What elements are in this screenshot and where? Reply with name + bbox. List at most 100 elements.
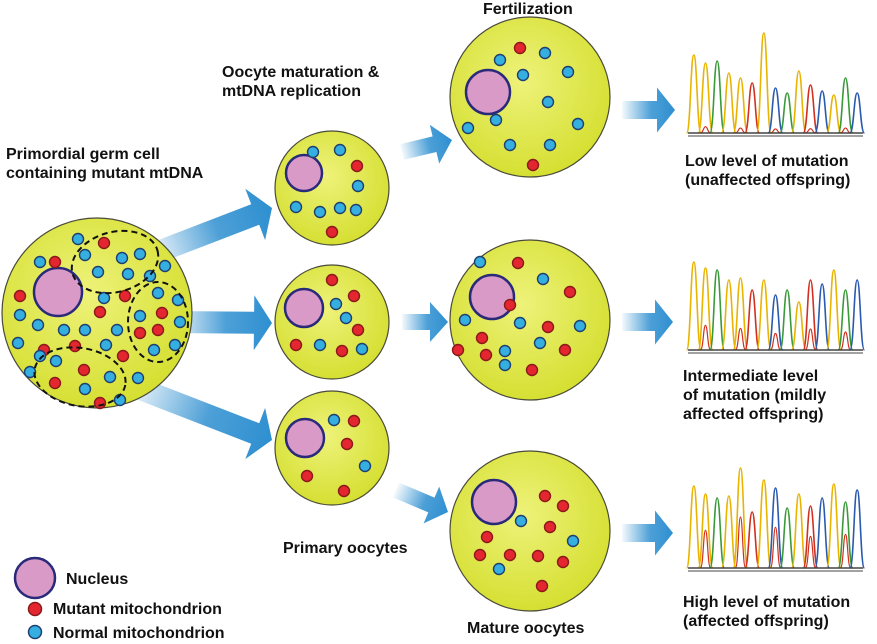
mutant-mitochondrion-icon: [538, 489, 552, 503]
primary-oocyte-bottom: [274, 390, 390, 506]
normal-mitochondrion-icon: [461, 121, 475, 135]
trace-peak: [709, 269, 726, 351]
trace-peak: [755, 32, 772, 134]
normal-mitochondrion-icon: [313, 205, 327, 219]
mutant-mitochondrion-icon: [351, 323, 365, 337]
arrow-icon: [622, 299, 673, 345]
arrow-icon: [392, 482, 448, 524]
arrows-group: [126, 87, 675, 556]
legend: [13, 556, 57, 640]
mutant-mitochondrion-icon: [93, 396, 107, 410]
normal-mitochondrion-icon: [333, 143, 347, 157]
normal-mitochondrion-icon: [513, 316, 527, 330]
trace-peak: [732, 77, 749, 134]
mutant-mitochondrion-icon: [133, 326, 147, 340]
outcome-mid-line: Intermediate level: [683, 368, 819, 385]
trace-peak: [744, 511, 761, 569]
arrow-icon: [126, 374, 272, 460]
nucleus-icon: [284, 417, 326, 459]
normal-mitochondrion-icon: [99, 338, 113, 352]
trace-peak: [814, 90, 831, 134]
trace-peak: [790, 493, 807, 569]
primary-oocyte-top: [274, 130, 390, 246]
trace-minor-peak: [734, 327, 747, 351]
nucleus-icon: [13, 556, 57, 600]
trace-peak: [802, 84, 819, 134]
trace-peak: [825, 483, 842, 569]
outcome-mid-line: of mutation (mildly: [683, 387, 827, 404]
trace-minor-peak: [804, 328, 817, 351]
normal-mitochondrion-icon: [313, 338, 327, 352]
normal-mitochondrion-icon: [49, 354, 63, 368]
trace-peak: [732, 277, 749, 351]
sequencing-trace-high: [685, 467, 866, 572]
normal-mitochondrion-icon: [33, 349, 47, 363]
normal-mitochondrion-icon: [97, 291, 111, 305]
mature-oocyte-middle: [449, 239, 611, 401]
mutant-mitochondrion-icon: [556, 499, 570, 513]
trace-peak: [849, 279, 866, 351]
normal-mitochondrion-icon: [473, 255, 487, 269]
mutant-mitochondrion-icon: [118, 289, 132, 303]
normal-mitochondrion-icon: [289, 200, 303, 214]
mutant-mitochondrion-icon: [300, 469, 314, 483]
trace-minor-peak: [699, 529, 712, 569]
trace-peak: [720, 495, 737, 569]
sequencing-trace-mid: [685, 261, 866, 354]
mutant-mitochondrion-icon: [151, 323, 165, 337]
trace-peak: [802, 505, 819, 569]
mutant-mitochondrion-icon: [558, 343, 572, 357]
trace-peak: [814, 497, 831, 569]
trace-peak: [790, 301, 807, 351]
trace-peak: [814, 283, 831, 351]
fertilization-label: Fertilization: [483, 1, 573, 18]
normal-mitochondrion-icon: [23, 365, 37, 379]
nucleus-icon: [284, 153, 324, 193]
normal-mitochondrion-icon: [158, 259, 172, 273]
mutant-mitochondrion-icon: [350, 159, 364, 173]
outcome-high-line: (affected offspring): [683, 613, 829, 630]
nucleus-icon: [283, 287, 325, 329]
trace-minor-peak: [839, 533, 852, 569]
normal-mitochondrion-icon: [543, 138, 557, 152]
trace-peak: [697, 267, 714, 351]
sampling-circle: [70, 229, 160, 295]
normal-mitochondrion-icon: [78, 248, 92, 262]
mutant-mitochondrion-icon: [340, 437, 354, 451]
mutant-mitochondrion-icon: [511, 256, 525, 270]
normal-mitochondrion-icon: [458, 313, 472, 327]
trace-peak: [685, 485, 702, 569]
trace-peak: [744, 289, 761, 351]
mutant-mitochondrion-icon: [535, 579, 549, 593]
arrow-icon: [169, 295, 272, 351]
trace-minor-peak: [839, 331, 852, 351]
trace-peak: [767, 487, 784, 569]
normal-mitochondrion-icon: [306, 145, 320, 159]
outcome-mid-label: Intermediate level of mutation (mildly a…: [683, 367, 826, 424]
normal-mitochondrion-icon: [133, 247, 147, 261]
mutant-mitochondrion-icon: [503, 548, 517, 562]
normal-mitochondrion-icon: [27, 624, 43, 640]
maturation-label-line: Oocyte maturation &: [222, 64, 380, 81]
mutant-mitochondrion-icon: [525, 363, 539, 377]
trace-peak: [825, 94, 842, 134]
outcome-low-line: (unaffected offspring): [685, 172, 851, 189]
normal-mitochondrion-icon: [327, 413, 341, 427]
trace-peak: [744, 82, 761, 134]
normal-mitochondrion-icon: [57, 323, 71, 337]
primordial-label: Primordial germ cell containing mutant m…: [6, 145, 203, 183]
trace-peak: [849, 92, 866, 134]
mutant-mitochondrion-icon: [68, 339, 82, 353]
normal-mitochondrion-icon: [538, 46, 552, 60]
normal-mitochondrion-icon: [561, 65, 575, 79]
trace-minor-peak: [735, 127, 746, 134]
mutant-mitochondrion-icon: [541, 320, 555, 334]
mutant-mitochondrion-icon: [97, 236, 111, 250]
mutant-mitochondrion-icon: [556, 555, 570, 569]
arrow-icon: [146, 188, 272, 266]
cell-membrane: [449, 16, 611, 178]
cell-membrane: [449, 239, 611, 401]
normal-mitochondrion-icon: [133, 309, 147, 323]
legend-nucleus-label: Nucleus: [66, 571, 129, 588]
mutant-mitochondrion-icon: [13, 289, 27, 303]
